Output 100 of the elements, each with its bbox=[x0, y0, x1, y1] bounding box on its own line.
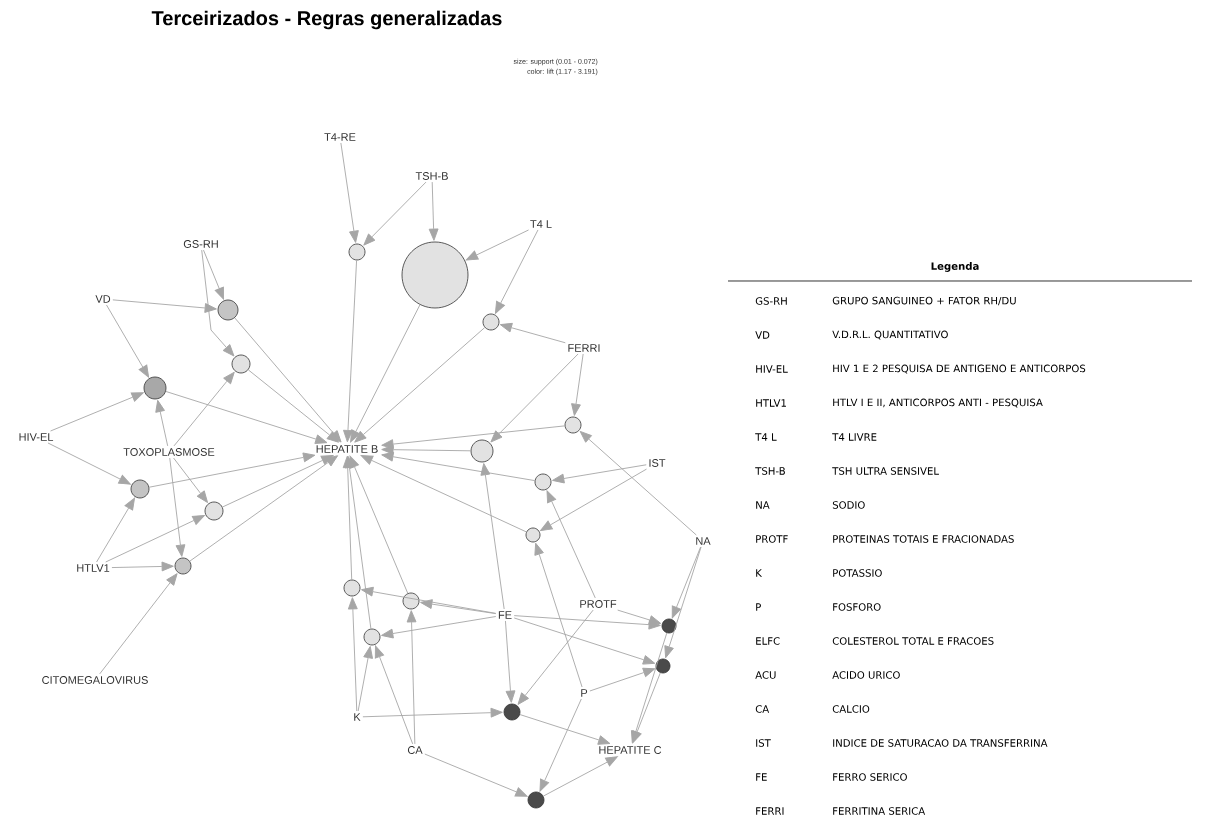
rule-circle bbox=[363, 628, 381, 646]
legend-description: CALCIO bbox=[832, 705, 870, 713]
rule-circle bbox=[525, 527, 541, 543]
rule-circle bbox=[143, 376, 167, 400]
legend-code: P bbox=[756, 603, 761, 611]
legend-code: HTLV1 bbox=[756, 399, 786, 407]
item-label: IST bbox=[649, 459, 666, 467]
arrow bbox=[381, 444, 472, 455]
arrow bbox=[363, 181, 427, 246]
arrow bbox=[540, 468, 647, 532]
arrow bbox=[465, 229, 530, 261]
legend-description: INDICE DE SATURACAO DA TRANSFERRINA bbox=[833, 739, 1048, 747]
item-label: VD bbox=[95, 295, 111, 303]
item-label: HEPATITE C bbox=[599, 746, 662, 754]
legend-description: ACIDO URICO bbox=[832, 671, 900, 679]
arrow bbox=[420, 599, 497, 615]
rule-circle bbox=[534, 473, 552, 491]
arrow bbox=[406, 610, 417, 745]
arrow bbox=[50, 392, 144, 432]
arrow bbox=[173, 371, 235, 447]
chart-title: Terceirizados - Regras generalizadas bbox=[151, 10, 502, 30]
arrow bbox=[374, 645, 414, 745]
legend-description: V.D.R.L. QUANTITATIVO bbox=[832, 330, 948, 340]
arrow bbox=[617, 609, 662, 625]
rule-circle bbox=[564, 416, 582, 434]
arrow bbox=[106, 304, 150, 378]
arrow bbox=[112, 299, 217, 313]
arrow bbox=[155, 399, 169, 447]
arrow bbox=[494, 229, 539, 314]
arrow bbox=[571, 353, 584, 416]
legend-code: ACU bbox=[755, 671, 776, 679]
arrow bbox=[96, 497, 135, 563]
arrow bbox=[552, 464, 647, 484]
arrow bbox=[357, 646, 373, 712]
legend-code: IST bbox=[756, 739, 771, 747]
item-label: NA bbox=[696, 537, 711, 545]
legend-code: FERRI bbox=[756, 807, 784, 815]
rule-circle bbox=[174, 557, 192, 575]
arrow bbox=[362, 707, 503, 718]
legend-description: COLESTEROL TOTAL E FRACOES bbox=[832, 637, 994, 645]
rule-circle bbox=[527, 791, 545, 809]
arrow bbox=[671, 546, 702, 619]
rule-circle bbox=[130, 479, 150, 499]
arrow bbox=[203, 249, 225, 300]
legend-description: HTLV I E II, ANTICORPOS ANTI - PESQUISA bbox=[833, 398, 1043, 408]
item-label: HEPATITE B bbox=[316, 445, 378, 453]
arrow bbox=[480, 463, 505, 610]
legend-code: CA bbox=[755, 705, 770, 713]
arrow bbox=[344, 455, 372, 630]
item-label: TSH-B bbox=[415, 172, 448, 180]
arrow bbox=[343, 259, 358, 443]
arrow bbox=[105, 515, 205, 563]
legend-description: FERRITINA SERICA bbox=[833, 807, 926, 815]
item-label: PROTF bbox=[580, 600, 617, 608]
rule-circle bbox=[655, 658, 671, 674]
item-label: GS-RH bbox=[183, 240, 218, 248]
legend-code: ELFC bbox=[756, 637, 780, 645]
arrow bbox=[428, 181, 439, 241]
arrow bbox=[350, 304, 421, 443]
rule-circle bbox=[470, 439, 494, 463]
item-label: P bbox=[581, 689, 588, 697]
arrow bbox=[111, 561, 174, 572]
legend-description: PROTEINAS TOTAIS E FRACIONADAS bbox=[833, 535, 1014, 543]
legend-code: T4 L bbox=[755, 433, 777, 441]
item-label: FERRI bbox=[568, 344, 600, 352]
arrow bbox=[247, 369, 339, 443]
legend-code: GS-RH bbox=[755, 297, 787, 305]
legend-description: T4 LIVRE bbox=[832, 433, 877, 441]
arrow bbox=[519, 714, 611, 745]
arrow bbox=[539, 698, 582, 792]
arrow bbox=[513, 615, 661, 630]
item-label: HTLV1 bbox=[77, 564, 110, 572]
arrow bbox=[542, 756, 618, 797]
arrow bbox=[664, 546, 702, 659]
arrow bbox=[189, 455, 339, 562]
arrow bbox=[201, 249, 235, 357]
arrow bbox=[499, 322, 566, 344]
legend-code: PROTF bbox=[756, 535, 788, 543]
rule-circle bbox=[482, 313, 500, 331]
rule-circle bbox=[204, 501, 224, 521]
arrow bbox=[222, 455, 334, 508]
rule-circle bbox=[503, 703, 521, 721]
legend-description: FERRO SERICO bbox=[833, 773, 907, 781]
rule-circle bbox=[402, 592, 420, 610]
rule-circle bbox=[231, 354, 251, 374]
legend-description: FOSFORO bbox=[833, 603, 881, 611]
arrow bbox=[513, 617, 656, 665]
item-label: T4 L bbox=[530, 220, 552, 228]
rule-circle bbox=[401, 241, 469, 309]
arrow bbox=[347, 597, 358, 712]
item-label: CITOMEGALOVIRUS bbox=[42, 676, 148, 684]
legend-code: NA bbox=[756, 501, 770, 509]
arrow bbox=[546, 490, 596, 599]
legend-code: VD bbox=[755, 331, 770, 339]
arrow bbox=[381, 451, 536, 482]
arrow bbox=[173, 457, 208, 503]
arrow bbox=[47, 442, 131, 485]
arrow bbox=[169, 457, 186, 557]
arrow bbox=[340, 142, 359, 243]
arrow bbox=[354, 327, 486, 443]
